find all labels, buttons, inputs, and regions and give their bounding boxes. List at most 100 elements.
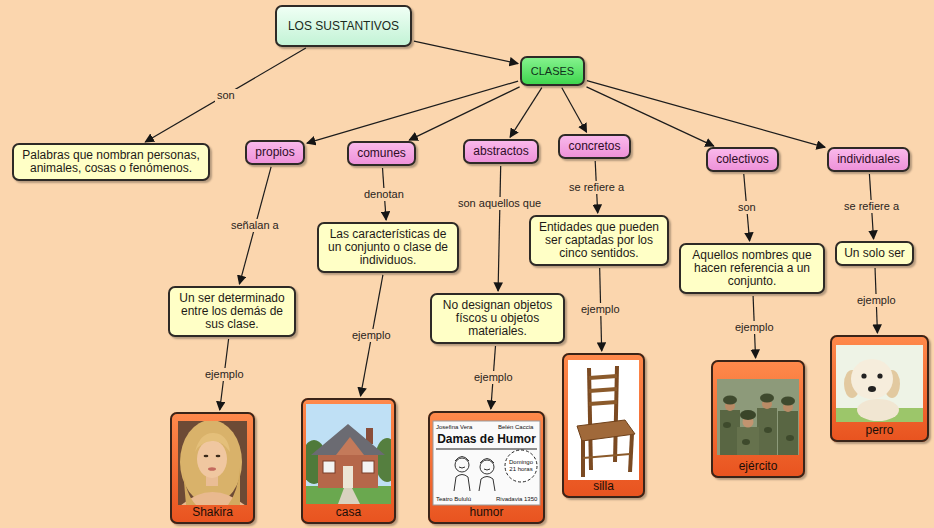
description-box: Entidades que pueden ser captadas por lo… [529,215,669,266]
node-text: Shakira [192,506,233,519]
eye [204,455,209,458]
edge-label: ejemplo [350,329,393,342]
chair-post [589,368,591,470]
fringe [195,433,230,452]
cartoon-head [455,458,469,472]
node-text: Un ser determinado entre los demás de su… [177,292,287,331]
class-box: propios [245,140,305,165]
door [343,466,353,488]
walkway [338,488,360,504]
soldier-helmet [723,396,737,405]
class-box: colectivos [706,147,779,172]
topic-box: LOS SUSTANTIVOS [275,5,412,47]
node-text: CLASES [531,65,574,78]
poster-text: Belén Caccia [498,424,533,431]
chair-slat [589,402,617,404]
node-text: LOS SUSTANTIVOS [288,20,399,33]
class-box: individuales [827,147,910,172]
class-box: abstractos [463,139,539,164]
portrait-photo [178,421,247,505]
hair-lock [228,468,240,505]
card-ground [830,335,929,442]
lawn [306,486,391,504]
node-text: No designan objetos físcos u objetos mat… [439,299,556,338]
node-text: individuales [837,153,900,166]
node-text: concretos [568,140,620,153]
definition-box: Palabras que nombran personas, animales,… [12,143,210,181]
roof [311,424,385,455]
description-box: Un ser determinado entre los demás de su… [168,286,296,337]
example-card: Shakira [170,412,255,524]
soldier-helmet [760,394,774,403]
poster-text: Teatro Bululú [436,496,471,503]
brick-wall [318,452,378,488]
puppy-eye [861,373,866,378]
eye [216,455,221,458]
node-text: comunes [357,147,406,160]
puppy-nose [868,386,876,392]
example-card: perro [830,335,929,442]
connector-arrow [414,41,518,63]
chair-seat [577,420,635,441]
army-photo [717,379,799,455]
connector-arrow [510,88,542,138]
edge-label: denotan [362,188,406,201]
poster-text: Domingo 21 horas [508,459,534,472]
edge-label: ejemplo [472,371,515,384]
cartoon-body [479,477,495,492]
node-text: propios [255,146,294,159]
node-text: casa [336,506,361,519]
node-text: Un solo ser [844,247,905,260]
hair [180,421,242,504]
node-text: Palabras que nombran personas, animales,… [21,149,201,175]
poster-text: Josefina Vera [436,424,472,431]
soldier-helmet [740,410,756,420]
house-photo [306,404,391,504]
soldier-body [778,411,798,455]
chair-leg [630,434,632,472]
gable [336,437,364,455]
camo-spot [723,422,731,428]
soldier-helmet [781,397,795,406]
cartoon-head [480,460,494,474]
node-text: Las características de un conjunto o cla… [326,228,450,267]
soldier-body [757,408,777,455]
face [197,440,227,478]
sky [306,404,391,504]
chair-post [615,366,617,462]
card-ground [711,360,805,478]
edge-label: ejemplo [579,303,622,316]
connector-arrow [409,87,519,140]
chair-slat [589,389,617,391]
cartoon-smile [459,467,490,470]
description-box: No designan objetos físcos u objetos mat… [430,293,565,344]
cartoon-hair [455,457,469,462]
description-box: Aquellos nombres que hacen referencia a … [679,243,825,294]
edge-label: ejemplo [733,321,776,334]
poster-text: Rivadavia 1350 [496,496,537,503]
node-text: abstractos [473,145,528,158]
poster-sheet [433,421,540,505]
node-text: perro [865,424,893,437]
edge-label: ejemplo [855,294,898,307]
category-box: CLASES [520,56,585,86]
poster-rule [436,449,537,450]
connector-arrow [562,88,587,133]
card-ground [562,353,645,498]
edge-label: señalan a [229,219,281,232]
chair-slat [589,376,617,378]
edge-label: se refiere a [567,181,626,194]
node-text: humor [469,506,503,519]
photo-background [568,360,639,480]
example-card: casa [301,398,396,524]
cartoon-hair [480,459,494,464]
cartoon-body [454,475,470,492]
lips [208,467,216,471]
chair-stretcher [583,454,630,458]
example-card: ejército [711,360,805,478]
description-box: Un solo ser [835,241,914,266]
puppy-photo [836,345,923,422]
window [362,461,374,473]
